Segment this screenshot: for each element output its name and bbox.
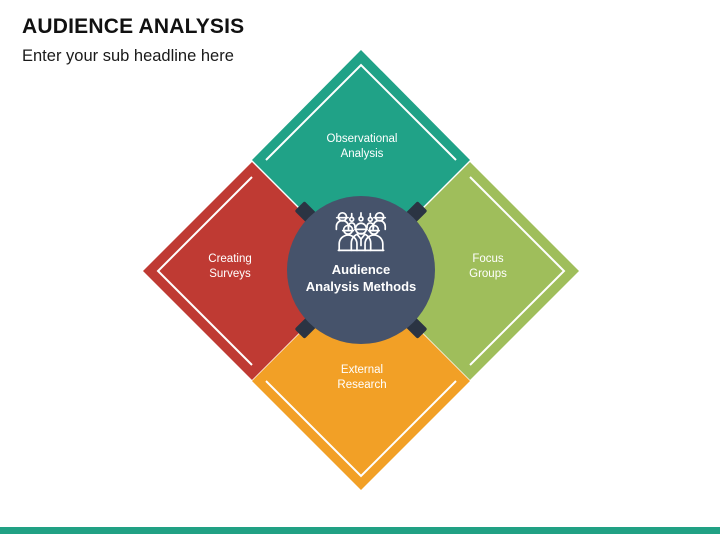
diamond-focus-groups-inner-outline bbox=[469, 176, 566, 366]
page-subtitle: Enter your sub headline here bbox=[22, 47, 234, 65]
page-title: AUDIENCE ANALYSIS bbox=[22, 15, 245, 38]
center-circle[interactable]: Audience Analysis Methods bbox=[287, 196, 435, 344]
footer-accent-bar bbox=[0, 527, 720, 534]
header: AUDIENCE ANALYSIS Enter your sub headlin… bbox=[22, 14, 642, 66]
center-circle-text-line2: Analysis Methods bbox=[305, 279, 417, 294]
diamond-observational-inner-outline bbox=[265, 63, 457, 161]
center-circle-text-line1: Audience bbox=[331, 262, 391, 277]
group-people-icon bbox=[335, 211, 387, 252]
diamond-creating-surveys-inner-outline bbox=[156, 176, 253, 366]
diamond-external-research-inner-outline bbox=[265, 380, 457, 478]
center-circle-text: Audience Analysis Methods bbox=[292, 261, 430, 295]
